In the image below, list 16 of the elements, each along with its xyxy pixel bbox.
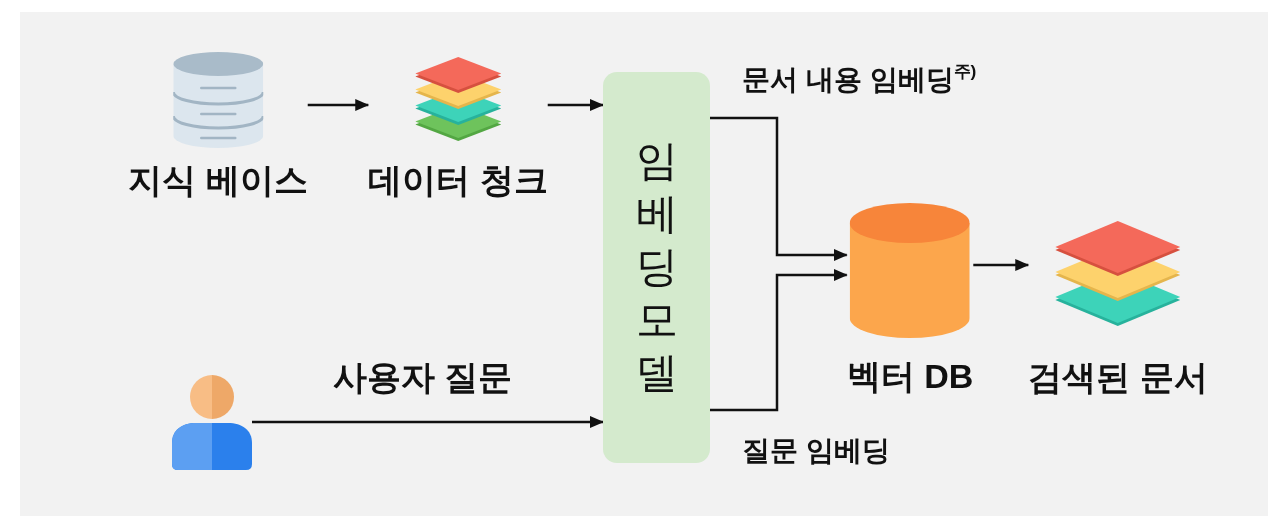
vertical-label: 임베딩 모델 — [635, 136, 678, 398]
person-icon — [172, 375, 252, 470]
process-box — [603, 72, 710, 463]
arrow — [710, 116, 848, 261]
node-caption: 데이터 청크 — [368, 160, 548, 201]
edge-label: 질문 임베딩 — [742, 434, 890, 468]
arrow — [973, 259, 1030, 271]
node-caption: 검색된 문서 — [1028, 357, 1208, 398]
arrow — [710, 269, 848, 412]
edge-label: 문서 내용 임베딩$^{주)}$ — [742, 63, 977, 97]
arrow — [547, 99, 604, 111]
node-caption: 지식 베이스 — [128, 160, 308, 201]
edge-label: 사용자 질문 — [333, 357, 513, 398]
arrow — [307, 99, 370, 111]
arrow — [252, 416, 604, 428]
node-caption: 벡터 DB — [846, 356, 974, 397]
